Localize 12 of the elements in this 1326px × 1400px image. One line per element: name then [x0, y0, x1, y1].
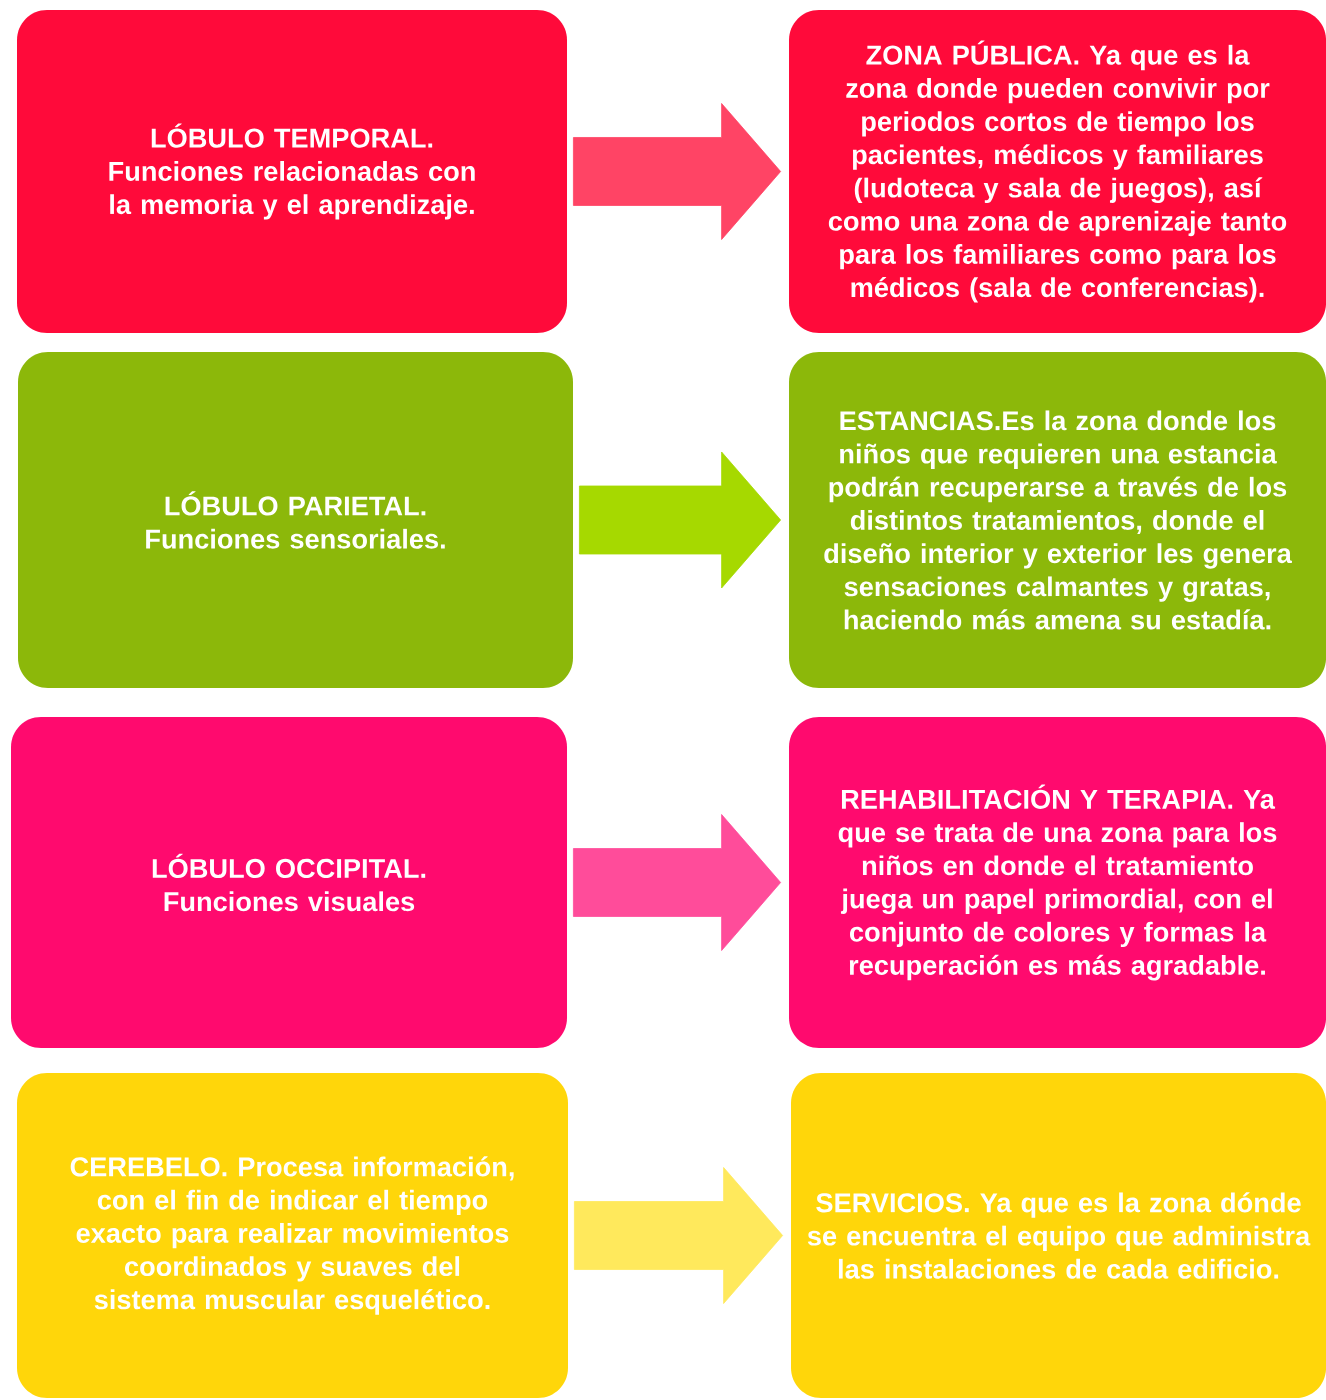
text-box: ESTANCIAS.Es la zona donde los niños que requieren una estancia podrán recuperarse a través de los distintos tratamientos, donde el diseño interior y exterior les genera sensaciones calmantes y gratas, haciendo más amena su estadía.: [789, 352, 1326, 688]
text-box: LÓBULO OCCIPITAL. Funciones visuales: [11, 717, 567, 1048]
text-box: SERVICIOS. Ya que es la zona dónde se encuentra el equipo que administra las instalaciones de cada edificio.: [791, 1073, 1326, 1398]
text-box: REHABILITACIÓN Y TERAPIA. Ya que se trata de una zona para los niños en donde el tratamiento juega un papel primordial, con el conjunto de colores y formas la recuperación es más agradable.: [789, 717, 1326, 1048]
text-box: CEREBELO. Procesa información, con el fin de indicar el tiempo exacto para realizar movimientos coordinados y suaves del sistema muscular esquelético.: [17, 1073, 568, 1398]
block-arrow: [573, 103, 781, 240]
block-arrow: [574, 1167, 783, 1304]
block-arrow: [579, 451, 781, 589]
text-box: ZONA PÚBLICA. Ya que es la zona donde pueden convivir por periodos cortos de tiempo los pacientes, médicos y familiares (ludoteca y sala de juegos), así como una zona de aprenizaje tanto para los familiares como para los médicos (sala de conferencias).: [789, 10, 1326, 333]
block-arrow: [573, 814, 781, 951]
text-box: LÓBULO TEMPORAL. Funciones relacionadas con la memoria y el aprendizaje.: [17, 10, 567, 333]
text-box: LÓBULO PARIETAL. Funciones sensoriales.: [18, 352, 573, 688]
